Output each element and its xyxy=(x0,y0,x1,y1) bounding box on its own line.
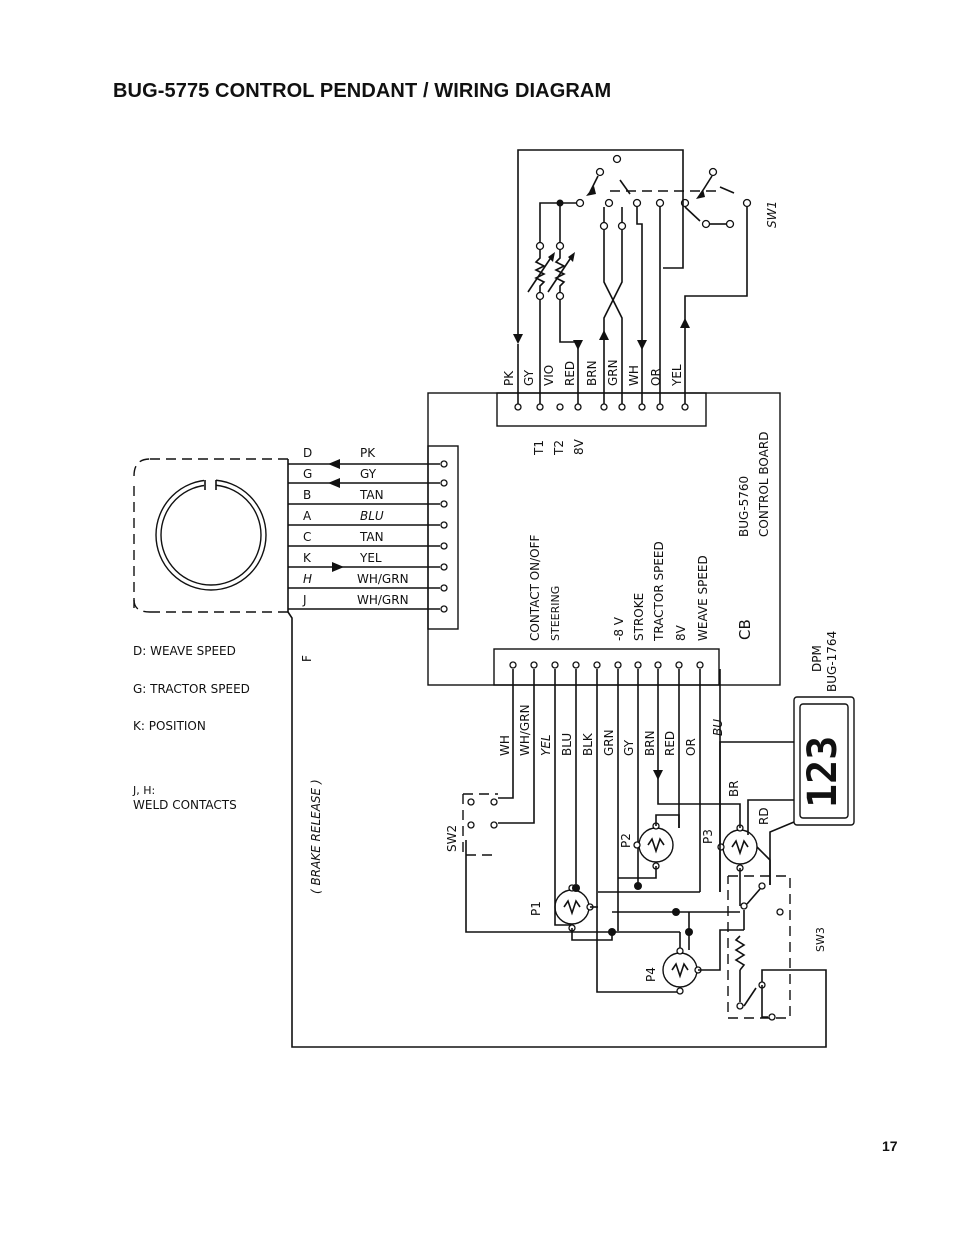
connector-wire: WH/GRN xyxy=(357,593,409,607)
top-wire-label: GRN xyxy=(606,359,620,386)
bottom-wire-label: YEL xyxy=(539,734,553,756)
connector-wire: TAN xyxy=(359,530,384,544)
control-board-label: CONTROL BOARD xyxy=(757,432,771,537)
top-block-label: T2 xyxy=(552,440,566,456)
top-wire-label: OR xyxy=(649,368,663,386)
sw1-label: SW1 xyxy=(765,201,779,228)
junctions xyxy=(572,882,744,971)
connector-pin: A xyxy=(303,509,312,523)
side-terminal-block xyxy=(440,460,448,613)
pot-label: P2 xyxy=(619,833,633,848)
page-number: 17 xyxy=(882,1138,898,1154)
bottom-wire-label: RED xyxy=(663,731,677,756)
bottom-terminal-block xyxy=(509,661,704,669)
top-wire-label: WH xyxy=(627,365,641,386)
sw3-switch: SW3 xyxy=(727,875,827,1021)
control-board: T1 T2 8V BUG-5760 CONTROL BOARD CB CONTA… xyxy=(427,392,781,686)
connector-wire: BLU xyxy=(360,509,384,523)
dpm-wire-label: BR xyxy=(727,780,741,797)
brake-release-label: ( BRAKE RELEASE ) xyxy=(309,779,323,894)
sw2-label: SW2 xyxy=(445,825,459,852)
top-wire-label: BRN xyxy=(585,360,599,386)
legend-item: K: POSITION xyxy=(133,719,206,733)
bottom-wire-label: WH xyxy=(498,735,512,756)
dpm-readout: 123 xyxy=(800,736,846,808)
top-block-label: 8V xyxy=(572,438,586,455)
connector-pin: B xyxy=(303,488,311,502)
top-wire-label: YEL xyxy=(670,364,684,387)
legend: D: WEAVE SPEED G: TRACTOR SPEED K: POSIT… xyxy=(132,644,250,812)
page-title: BUG-5775 CONTROL PENDANT / WIRING DIAGRA… xyxy=(113,80,612,102)
sw1-wiring xyxy=(517,170,748,404)
top-wire-label: RED xyxy=(563,361,577,386)
pot-p3: P3 xyxy=(657,780,771,906)
connector-wire: PK xyxy=(360,446,376,460)
top-wire-label: VIO xyxy=(542,365,556,386)
legend-item: D: WEAVE SPEED xyxy=(133,644,236,658)
bottom-wire-label: WH/GRN xyxy=(518,704,532,756)
dpm-label: DPM xyxy=(810,645,824,672)
board-function: CONTACT ON/OFF xyxy=(528,534,542,641)
top-wire-label: GY xyxy=(522,369,536,386)
bottom-wire-label: GRN xyxy=(602,729,616,756)
connector-pin: C xyxy=(303,530,311,544)
board-function: STROKE xyxy=(632,593,646,641)
pot-p4: P4 xyxy=(644,932,702,995)
pot-p2: P2 xyxy=(618,814,680,879)
top-terminal-block xyxy=(514,403,689,411)
connector-wire: YEL xyxy=(359,551,382,565)
sw1-switch: SW1 xyxy=(513,149,779,344)
cb-label: CB xyxy=(736,619,754,640)
board-function: 8V xyxy=(674,624,688,641)
pot-label: P3 xyxy=(701,829,715,844)
board-function: STEERING xyxy=(549,586,562,641)
bottom-wire-label: BRN xyxy=(643,730,657,756)
control-board-part: BUG-5760 xyxy=(737,476,751,537)
legend-item: J, H: xyxy=(132,784,155,797)
connector-pin: K xyxy=(303,551,312,565)
connector-wire: TAN xyxy=(359,488,384,502)
bottom-wire-label: GY xyxy=(622,739,636,756)
top-wire-labels: PK GY VIO RED BRN GRN WH OR YEL xyxy=(502,359,684,387)
dpm-part: BUG-1764 xyxy=(825,631,839,692)
legend-item: WELD CONTACTS xyxy=(133,798,237,812)
connector-wire: GY xyxy=(360,467,377,481)
sw3-label: SW3 xyxy=(814,927,827,952)
connector-pin: H xyxy=(303,572,312,586)
pot-label: P4 xyxy=(644,967,658,982)
board-function: TRACTOR SPEED xyxy=(652,541,666,642)
bottom-wires: WH WH/GRN YEL BLU BLK GRN GY BRN RED OR … xyxy=(498,669,725,993)
bottom-wire-label: BLK xyxy=(581,732,595,756)
dpm-wire-label: RD xyxy=(757,807,771,825)
top-block-label: T1 xyxy=(532,440,546,456)
legend-item: G: TRACTOR SPEED xyxy=(133,682,250,696)
board-function: -8 V xyxy=(612,616,626,641)
bottom-wire-label: BU xyxy=(711,719,725,736)
pin-f-label: F xyxy=(300,655,314,662)
connector-wire: WH/GRN xyxy=(357,572,409,586)
board-function: WEAVE SPEED xyxy=(696,555,710,641)
connector-pin: D xyxy=(303,446,312,460)
connector-pin: G xyxy=(303,467,312,481)
connector-pin: J xyxy=(302,593,307,607)
top-wire-label: PK xyxy=(502,370,516,386)
pot-label: P1 xyxy=(529,901,543,916)
bottom-wire-label: OR xyxy=(684,738,698,756)
pendant-connector: D G B A C K H J PK GY TAN BLU TAN YEL WH… xyxy=(133,446,827,1048)
dpm-display: 123 DPM BUG-1764 BR RD xyxy=(719,631,855,892)
bottom-wire-label: BLU xyxy=(560,733,574,756)
